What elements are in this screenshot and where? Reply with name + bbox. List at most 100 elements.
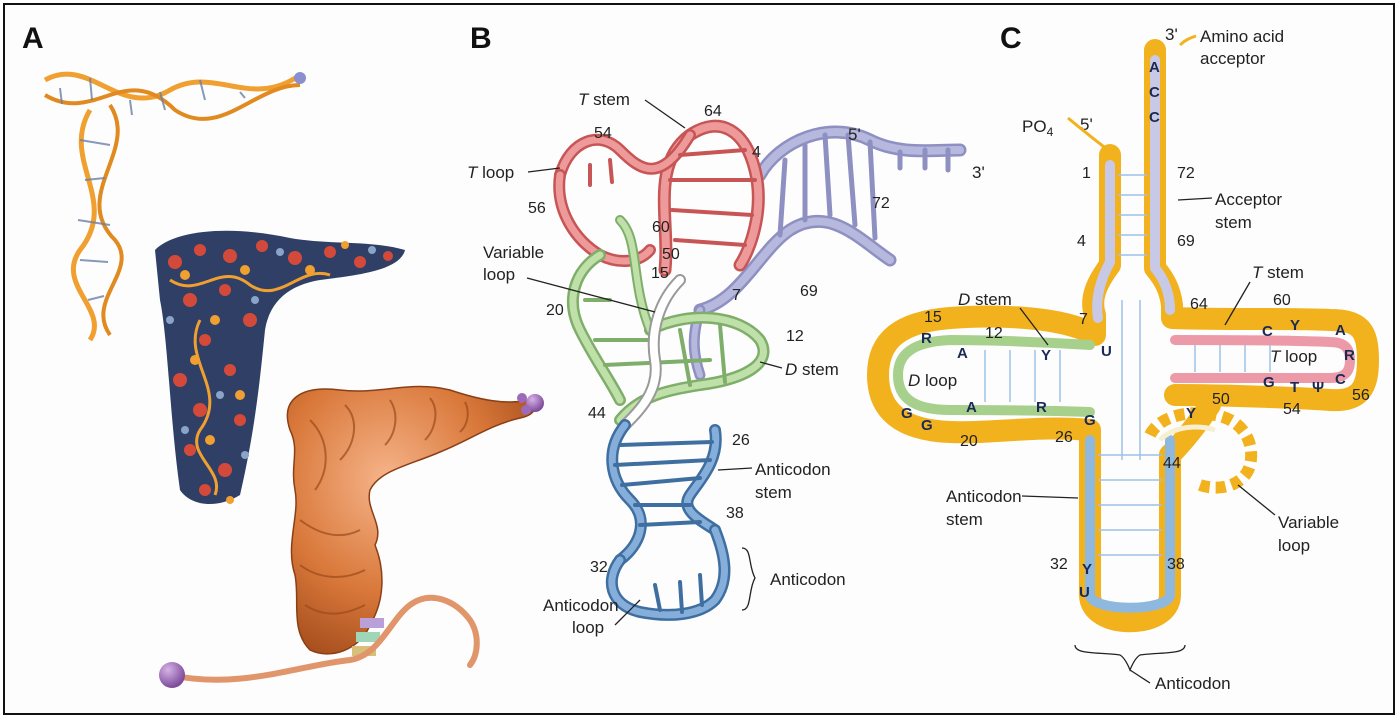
num-44-c: 44 bbox=[1163, 455, 1181, 472]
base-a2: A bbox=[957, 345, 968, 362]
anticodon-arm-3d bbox=[605, 419, 731, 621]
base-psi: Ψ bbox=[1312, 379, 1324, 396]
cloverleaf-inner bbox=[893, 55, 1355, 613]
num-20-b: 20 bbox=[546, 302, 564, 319]
panel-a-letter: A bbox=[22, 22, 44, 55]
num-60-b: 60 bbox=[652, 219, 670, 236]
d-arm-3d bbox=[566, 215, 770, 426]
anticodon-stem-label-c-2: stem bbox=[946, 510, 983, 529]
num-69-b: 69 bbox=[800, 283, 818, 300]
base-y4: Y bbox=[1082, 561, 1092, 578]
base-u1: U bbox=[1101, 343, 1112, 360]
num-56-c: 56 bbox=[1352, 387, 1370, 404]
base-r2: R bbox=[1036, 399, 1047, 416]
anticodon-loop-label-b-1: Anticodon bbox=[543, 596, 619, 615]
three-prime-label-b: 3' bbox=[972, 163, 985, 182]
anticodon-label-c: Anticodon bbox=[1155, 674, 1231, 693]
base-c3: C bbox=[1262, 323, 1273, 340]
codon-anticodon-pairing bbox=[352, 618, 384, 656]
variable-loop-label-b-2: loop bbox=[483, 265, 515, 284]
three-prime-label-c: 3' bbox=[1165, 25, 1178, 44]
num-38-b: 38 bbox=[726, 505, 744, 522]
panel-b: B bbox=[467, 22, 985, 637]
base-r3: R bbox=[1344, 347, 1355, 364]
num-38-c: 38 bbox=[1167, 556, 1185, 573]
base-t1: T bbox=[1290, 379, 1299, 396]
base-g1: G bbox=[901, 405, 913, 422]
d-stem-label-c: D stem bbox=[958, 290, 1012, 309]
d-stem-label-b: D stem bbox=[785, 360, 839, 379]
num-32-c: 32 bbox=[1050, 556, 1068, 573]
base-r1: R bbox=[921, 330, 932, 347]
acceptor-stem-label-1: Acceptor bbox=[1215, 190, 1282, 209]
nucleotide-letters: A C C U Y R A G G A R G C Y A R C G T Ψ … bbox=[901, 59, 1355, 601]
base-y2: Y bbox=[1290, 317, 1300, 334]
num-12-c: 12 bbox=[985, 325, 1003, 342]
base-a1: A bbox=[1149, 59, 1160, 76]
num-60-c: 60 bbox=[1273, 292, 1291, 309]
num-7-c: 7 bbox=[1079, 311, 1088, 328]
base-c1: C bbox=[1149, 84, 1160, 101]
base-g3: G bbox=[1084, 412, 1096, 429]
num-32-b: 32 bbox=[590, 559, 608, 576]
base-u2: U bbox=[1079, 584, 1090, 601]
base-c2: C bbox=[1149, 109, 1160, 126]
num-54-c: 54 bbox=[1283, 401, 1301, 418]
variable-loop-inner bbox=[1158, 424, 1216, 442]
base-a4: A bbox=[1335, 322, 1346, 339]
num-44-b: 44 bbox=[588, 405, 606, 422]
num-12-b: 12 bbox=[786, 328, 804, 345]
variable-loop-3d bbox=[619, 274, 686, 431]
num-56-b: 56 bbox=[528, 200, 546, 217]
panel-b-labels: T stem T loop Variable loop D stem Antic… bbox=[467, 90, 985, 637]
num-50-c: 50 bbox=[1212, 391, 1230, 408]
t-stem-label-c: T stem bbox=[1252, 263, 1304, 282]
base-y1: Y bbox=[1041, 347, 1051, 364]
num-72-c: 72 bbox=[1177, 165, 1195, 182]
num-1-c: 1 bbox=[1082, 165, 1091, 182]
t-stem-label-b: T stem bbox=[578, 90, 630, 109]
variable-loop-label-b-1: Variable bbox=[483, 243, 544, 262]
anticodon-stem-label-b-2: stem bbox=[755, 483, 792, 502]
num-64-b: 64 bbox=[704, 103, 722, 120]
num-64-c: 64 bbox=[1190, 296, 1208, 313]
num-54-b: 54 bbox=[594, 125, 612, 142]
five-prime-label-b: 5' bbox=[848, 125, 861, 144]
variable-loop-label-c-2: loop bbox=[1278, 536, 1310, 555]
panel-a: A bbox=[22, 22, 544, 688]
num-50-b: 50 bbox=[662, 246, 680, 263]
po4-label: PO4 bbox=[1022, 117, 1054, 139]
t-loop-label-c: T loop bbox=[1270, 347, 1317, 366]
num-20-c: 20 bbox=[960, 433, 978, 450]
num-7-b: 7 bbox=[732, 287, 741, 304]
base-g4: G bbox=[1263, 374, 1275, 391]
panel-c-letter: C bbox=[1000, 22, 1022, 55]
num-72-b: 72 bbox=[872, 195, 890, 212]
anticodon-loop-label-b-2: loop bbox=[572, 618, 604, 637]
t-arm-3d bbox=[553, 119, 765, 277]
num-15-b: 15 bbox=[651, 265, 669, 282]
trna-space-filling-model bbox=[155, 230, 405, 505]
d-loop-label-c: D loop bbox=[908, 371, 957, 390]
num-26-b: 26 bbox=[732, 432, 750, 449]
variable-loop-label-c-1: Variable bbox=[1278, 513, 1339, 532]
anticodon-label-b: Anticodon bbox=[770, 570, 846, 589]
acceptor-stem-label-2: stem bbox=[1215, 213, 1252, 232]
base-a3: A bbox=[966, 399, 977, 416]
base-g2: G bbox=[921, 417, 933, 434]
base-y3: Y bbox=[1186, 405, 1196, 422]
panel-c: C 3' bbox=[867, 22, 1379, 693]
variable-loop-dashed bbox=[1144, 407, 1258, 494]
trna-surface-model bbox=[159, 385, 544, 688]
num-4-c: 4 bbox=[1077, 233, 1086, 250]
panel-c-labels: 3' Amino acid acceptor PO4 5' Acceptor s… bbox=[908, 25, 1339, 693]
anticodon-stem-label-b-1: Anticodon bbox=[755, 460, 831, 479]
panel-c-numbers: 1 72 4 69 64 60 15 12 7 50 54 56 20 26 4… bbox=[924, 165, 1370, 573]
anticodon-stem-label-c-1: Anticodon bbox=[946, 487, 1022, 506]
base-pair-rungs bbox=[984, 174, 1271, 556]
panel-b-letter: B bbox=[470, 22, 492, 55]
amino-acid-label-2: acceptor bbox=[1200, 49, 1266, 68]
num-69-c: 69 bbox=[1177, 233, 1195, 250]
trna-ribbon-model bbox=[43, 71, 306, 342]
